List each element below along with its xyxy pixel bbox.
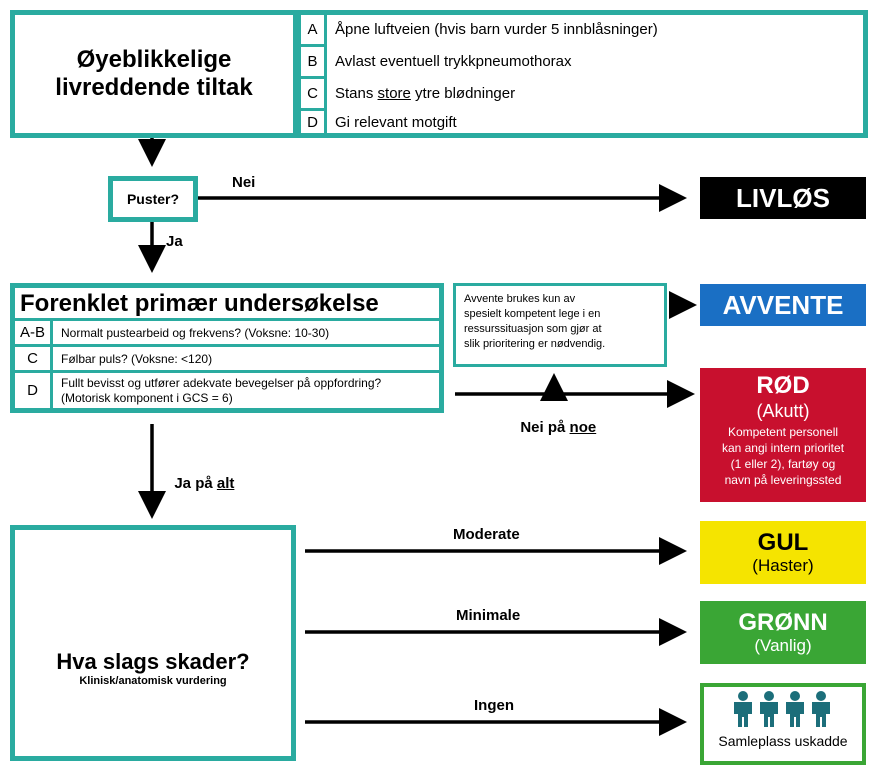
primary-d-text: Fullt bevisst og utfører adekvate bevege… [61,373,381,408]
primary-ab-text: Normalt pustearbeid og frekvens? (Voksne… [61,325,330,340]
await-note-line4: slik prioritering er nødvendig. [464,338,606,350]
primary-d-line2: (Motorisk komponent i GCS = 6) [61,390,233,405]
divider [15,370,439,373]
item-b-letter: B [301,47,327,76]
item-d-text: Gi relevant motgift [335,113,457,131]
minimal-label: Minimale [456,607,521,624]
gronn-label: GRØNN [738,608,828,636]
gronn-sub: (Vanlig) [754,635,812,655]
rod-box: RØD (Akutt) Kompetent personell kan angi… [700,368,866,502]
person-icon [734,691,752,727]
none-label: Ingen [474,697,514,714]
divider [301,108,327,111]
item-b-text: Avlast eventuell trykkpneumothorax [335,53,572,70]
rod-desc: Kompetent personell kan angi intern prio… [700,424,866,488]
livlos-box: LIVLØS [700,177,866,219]
primary-ab-letter: A-B [15,321,53,344]
item-c-text-pre: Stans [335,85,378,102]
rod-sub: (Akutt) [756,401,810,421]
await-note: Avvente brukes kun av spesielt kompetent… [453,283,667,367]
no-some-pre: Nei på [520,419,570,436]
gul-box: GUL (Haster) [700,521,866,584]
divider [301,76,327,79]
immediate-title-line2: livreddende tiltak [55,74,253,101]
item-d-letter: D [301,111,327,133]
rod-label: RØD [756,372,810,399]
rod-desc-line4: navn på leveringssted [724,473,842,487]
divider [15,344,439,347]
person-icon [760,691,778,727]
yes-all-pre: Ja på [174,475,217,492]
primary-c-text: Følbar puls? (Voksne: <120) [61,351,213,366]
primary-d-line1: Fullt bevisst og utfører adekvate bevege… [61,375,382,390]
item-a-text: Åpne luftveien (hvis barn vurder 5 innbl… [335,21,658,38]
yes-all-underline: alt [216,475,235,492]
primary-exam-title: Forenklet primær undersøkelse [20,290,379,317]
avvente-box: AVVENTE [700,284,866,326]
rod-desc-line3: (1 eller 2), fartøy og [730,457,836,471]
primary-exam-box: Forenklet primær undersøkelse A-B Normal… [10,283,444,413]
breathing-yes-label: Ja [166,233,183,250]
divider [301,44,327,47]
divider [15,318,439,321]
person-icon [786,691,804,727]
item-c-text: Stans store ytre blødninger [335,79,515,108]
no-some-label: Nei på noe [512,402,596,436]
samleplass-box: Samleplass uskadde [700,683,866,765]
injuries-box: Hva slags skader? Klinisk/anatomisk vurd… [10,525,296,761]
primary-d-letter: D [15,373,53,408]
immediate-items: A Åpne luftveien (hvis barn vurder 5 inn… [298,10,868,138]
rod-desc-line1: Kompetent personell [727,425,839,439]
yes-all-label: Ja på alt [166,458,234,492]
primary-ab-cell [59,321,439,344]
immediate-title: Øyeblikkelige livreddende tiltak [15,15,293,133]
item-c-text-post: ytre blødninger [410,85,516,102]
people-icon [734,691,830,727]
item-c-letter: C [301,79,327,108]
breathing-no-label: Nei [232,174,256,191]
primary-c-letter: C [15,347,53,370]
person-icon [812,691,830,727]
gronn-box: GRØNN (Vanlig) [700,601,866,664]
no-some-underline: noe [569,419,597,436]
immediate-box: Øyeblikkelige livreddende tiltak [10,10,298,138]
rod-desc-line2: kan angi intern prioritet [721,441,845,455]
await-note-line1: Avvente brukes kun av [464,293,576,305]
immediate-title-line1: Øyeblikkelige [76,46,232,73]
injuries-title: Hva slags skader? [56,649,250,674]
injuries-subtitle: Klinisk/anatomisk vurdering [79,675,227,687]
gul-label: GUL [757,528,809,556]
gul-sub: (Haster) [752,555,814,575]
item-c-text-underline: store [377,85,411,102]
moderate-label: Moderate [453,526,520,543]
breathing-question: Puster? [108,176,198,222]
await-note-line2: spesielt kompetent lege i en [464,308,601,320]
item-a-letter: A [301,15,327,44]
samleplass-label: Samleplass uskadde [718,733,848,749]
await-note-line3: ressurssituasjon som gjør at [464,323,602,335]
